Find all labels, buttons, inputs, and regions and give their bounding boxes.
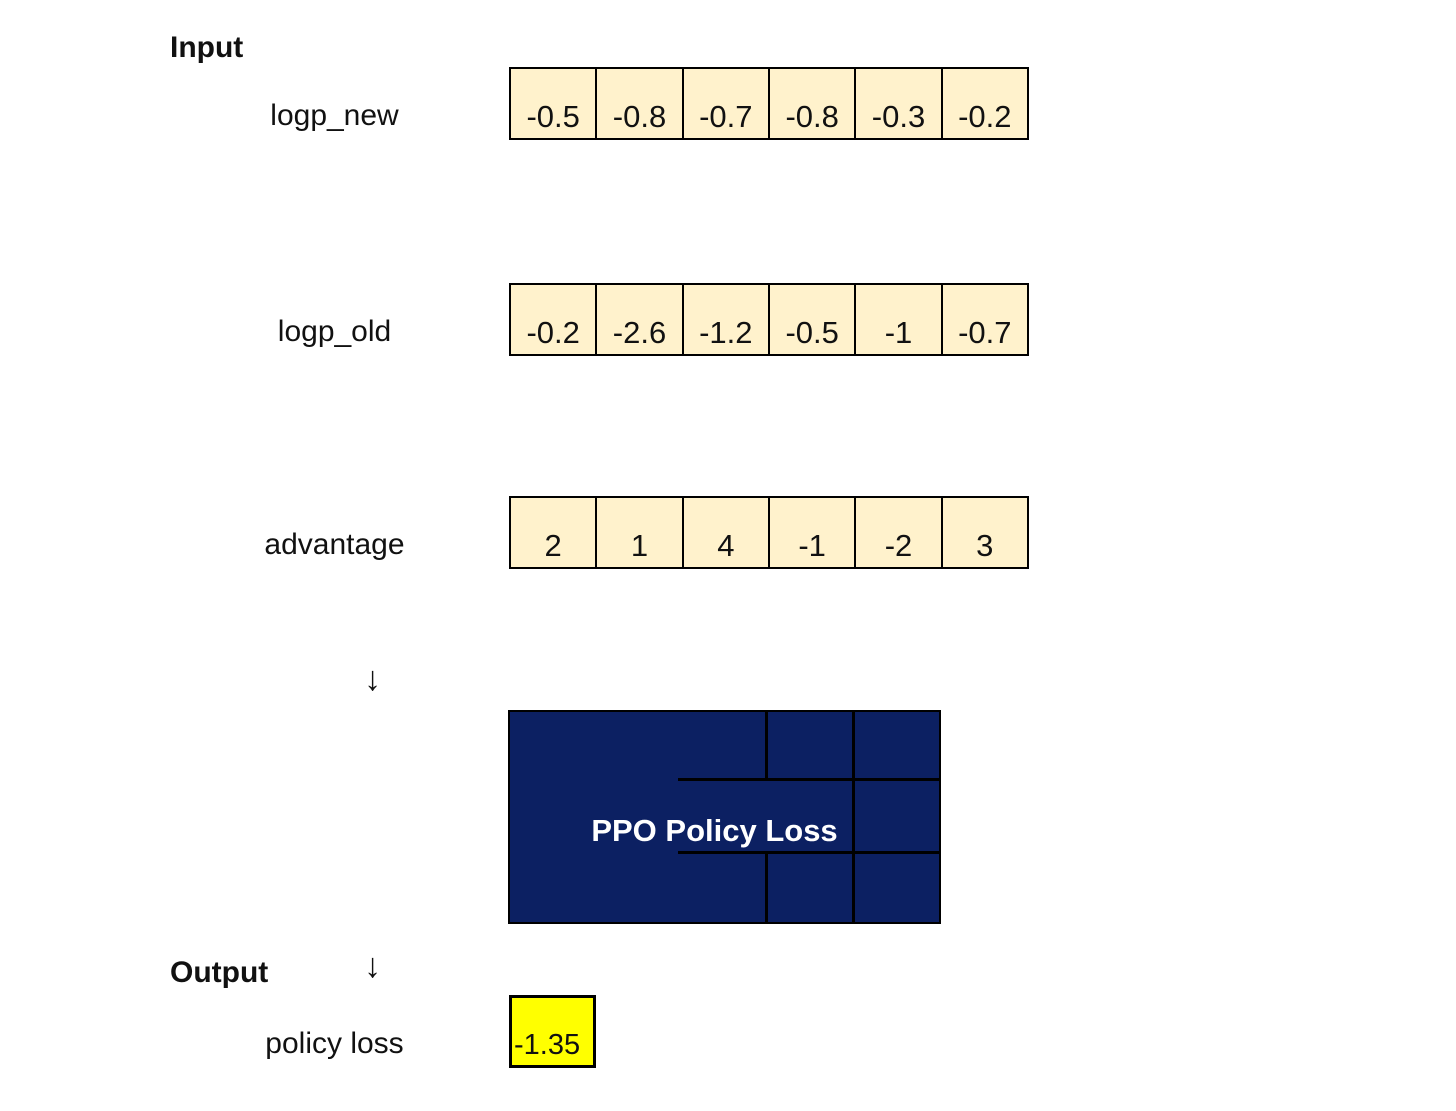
- vector-row-logp-new: logp_new -0.5 -0.8 -0.7 -0.8 -0.3 -0.2: [160, 67, 1029, 140]
- vector-cell: -0.8: [767, 69, 855, 138]
- vector-cell: -0.5: [767, 285, 855, 354]
- vector-cell: -1: [767, 498, 855, 567]
- policy-loss-value-cell: -1.35: [509, 995, 596, 1068]
- vector-cell: 3: [940, 498, 1027, 567]
- vector-cell: -2.6: [595, 285, 682, 354]
- down-arrow-icon: ↓: [364, 660, 381, 698]
- vector-cell: 1: [595, 498, 682, 567]
- output-section-heading: Output: [170, 956, 269, 989]
- vector-label-logp-old: logp_old: [277, 315, 392, 348]
- vector-row-advantage: advantage 2 1 4 -1 -2 3: [160, 496, 1029, 569]
- vector-row-logp-old: logp_old -0.2 -2.6 -1.2 -0.5 -1 -0.7: [160, 283, 1029, 356]
- vector-cell: -1.2: [681, 285, 768, 354]
- vector-cell: -0.3: [854, 69, 941, 138]
- grid-line: [765, 712, 768, 778]
- vector-cell: -0.7: [681, 69, 768, 138]
- vector-cells-logp-old: -0.2 -2.6 -1.2 -0.5 -1 -0.7: [509, 283, 1029, 356]
- vector-cell: -0.7: [940, 285, 1027, 354]
- vector-cell: -0.2: [940, 69, 1027, 138]
- vector-cells-advantage: 2 1 4 -1 -2 3: [509, 496, 1029, 569]
- vector-cells-logp-new: -0.5 -0.8 -0.7 -0.8 -0.3 -0.2: [509, 67, 1029, 140]
- ppo-policy-loss-label: PPO Policy Loss: [591, 813, 838, 848]
- output-row: policy loss: [160, 995, 509, 1068]
- vector-cell: 4: [681, 498, 768, 567]
- output-label: policy loss: [265, 1027, 404, 1060]
- vector-cell: -0.5: [511, 69, 596, 138]
- grid-line: [765, 854, 768, 922]
- grid-line: [678, 851, 939, 854]
- vector-cell: -1: [854, 285, 941, 354]
- ppo-policy-loss-box: PPO Policy Loss: [508, 710, 941, 924]
- input-section-heading: Input: [170, 31, 244, 64]
- vector-label-logp-new: logp_new: [270, 99, 399, 132]
- grid-line: [852, 712, 855, 922]
- vector-cell: -0.2: [511, 285, 596, 354]
- vector-label-advantage: advantage: [264, 528, 405, 561]
- grid-line: [678, 778, 939, 781]
- vector-cell: 2: [511, 498, 596, 567]
- vector-cell: -2: [854, 498, 941, 567]
- vector-cell: -0.8: [595, 69, 682, 138]
- down-arrow-icon: ↓: [364, 947, 381, 985]
